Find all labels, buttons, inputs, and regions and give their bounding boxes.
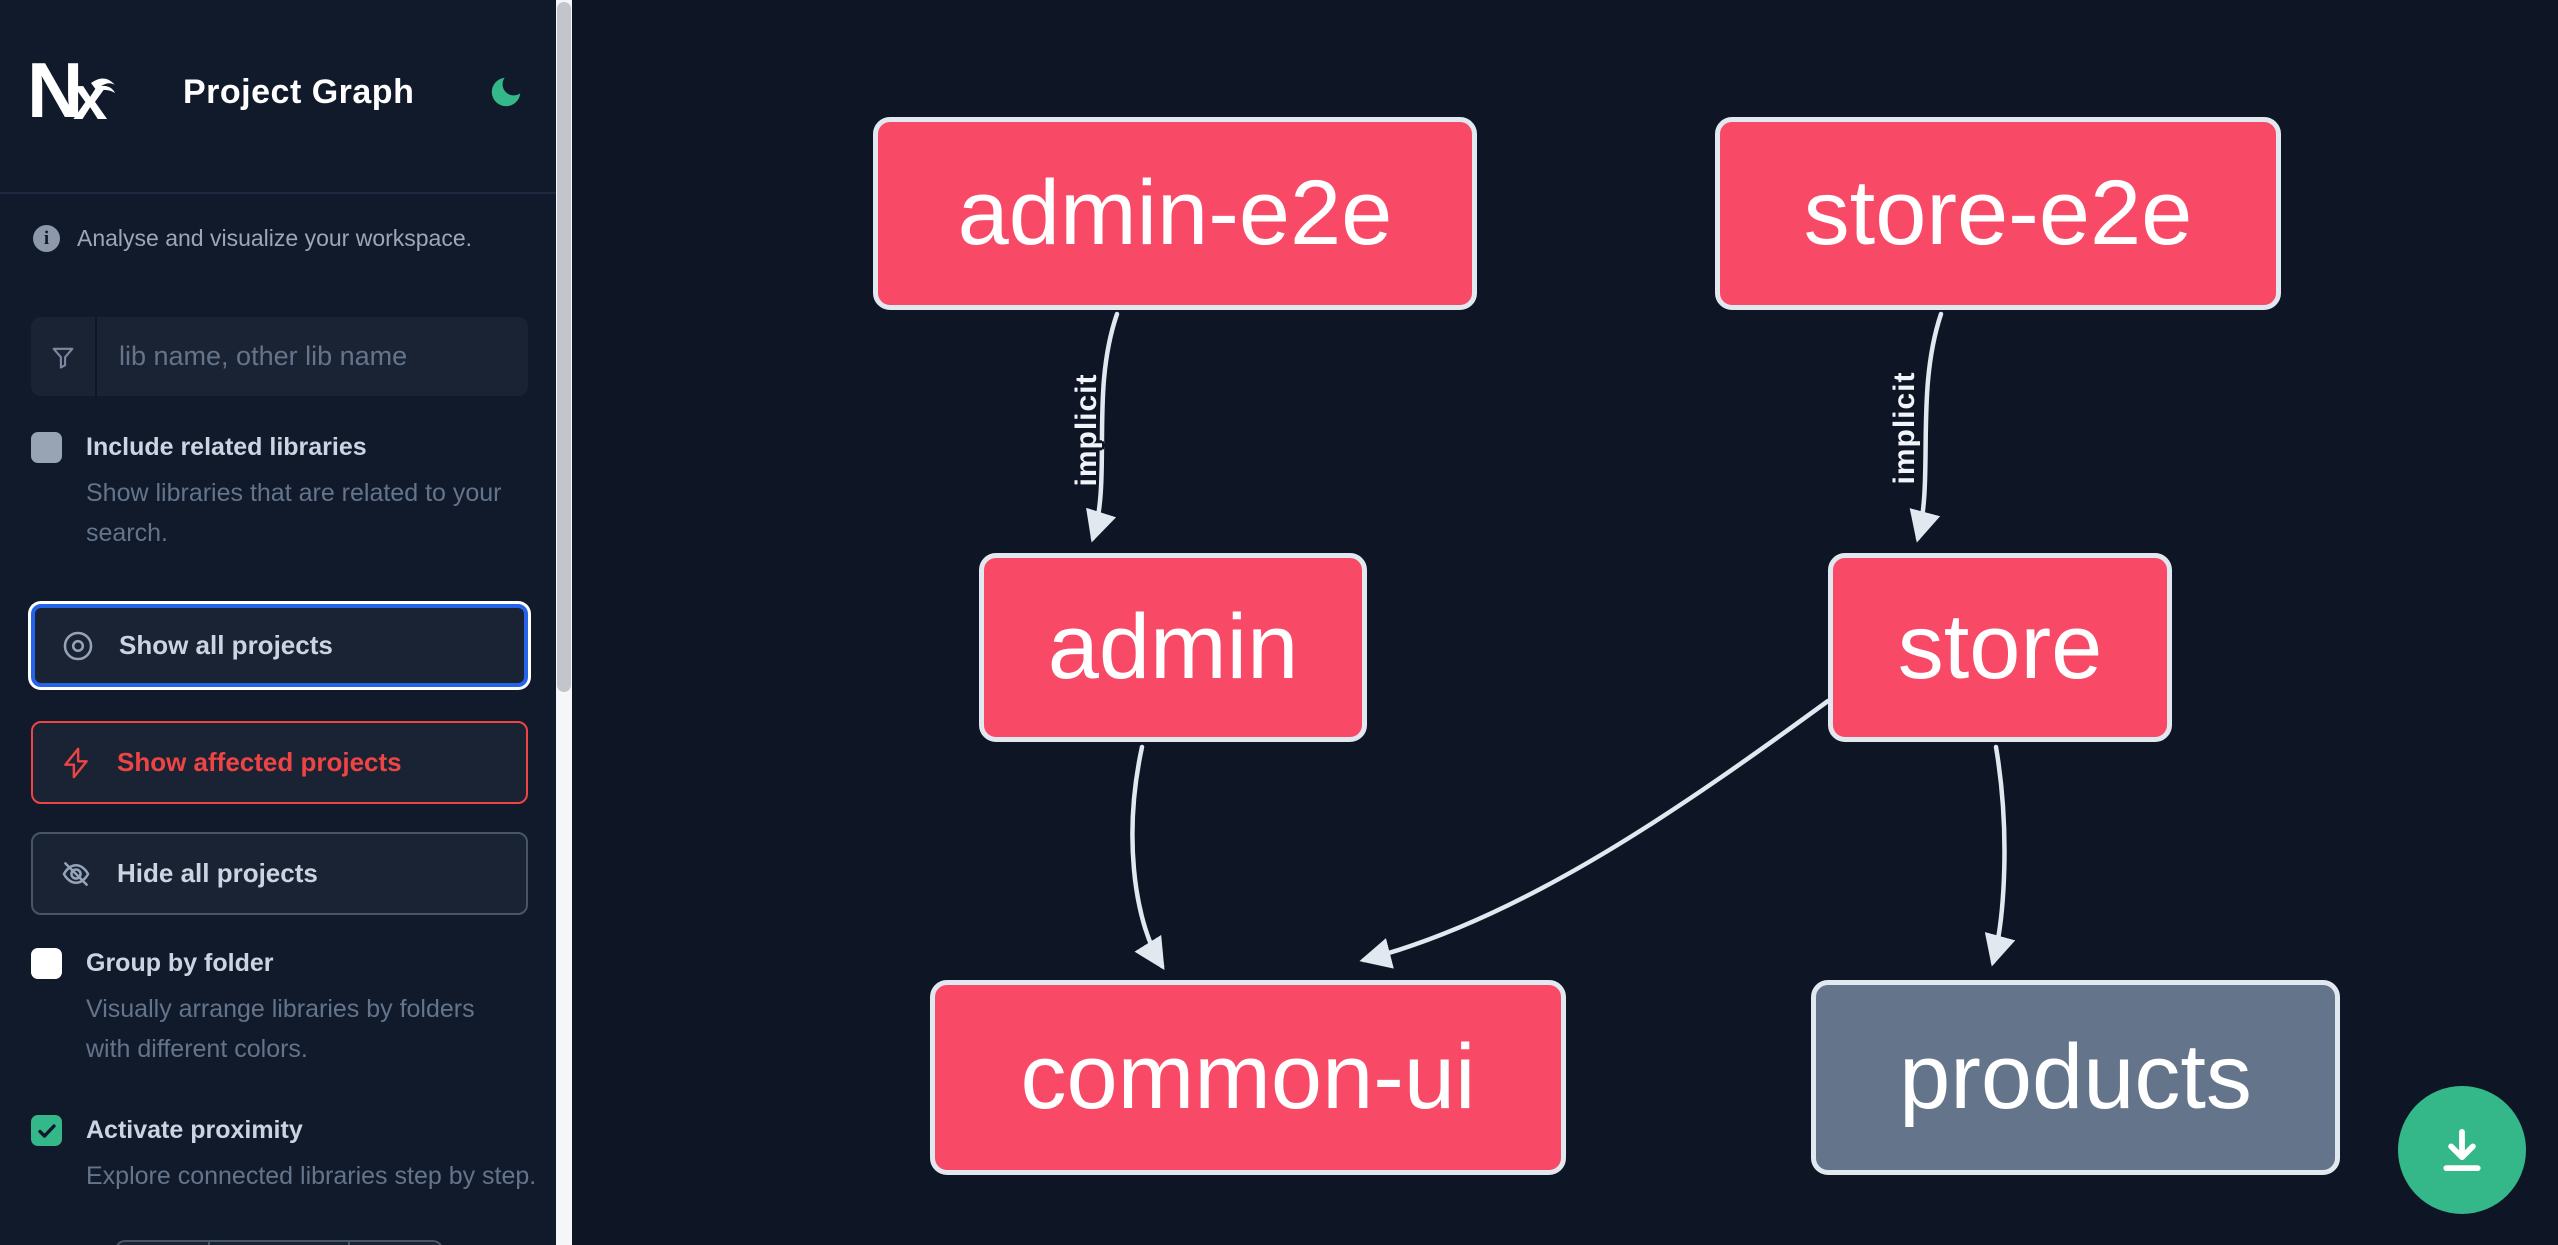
graph-node-store[interactable]: store	[1828, 553, 2172, 742]
proximity-stepper[interactable]	[115, 1240, 443, 1245]
graph-canvas[interactable]: implicit implicit admin-e2e store-e2e ad…	[572, 0, 2558, 1245]
graph-node-admin-e2e[interactable]: admin-e2e	[873, 117, 1477, 310]
stepper-decrement[interactable]	[117, 1242, 211, 1245]
edge-admin-to-common-ui	[1130, 744, 1165, 971]
workspace-tagline: i Analyse and visualize your workspace.	[33, 225, 533, 252]
include-related-checkbox[interactable]	[31, 432, 62, 463]
brand-header: N x Project Graph	[31, 52, 528, 132]
group-by-folder-label[interactable]: Group by folder	[86, 949, 274, 977]
graph-node-common-ui[interactable]: common-ui	[930, 980, 1566, 1175]
graph-node-products[interactable]: products	[1811, 980, 2340, 1175]
edge-store-to-products	[1984, 744, 2016, 967]
download-icon	[2443, 1128, 2481, 1172]
svg-text:x: x	[73, 64, 108, 129]
activate-proximity-description: Explore connected libraries step by step…	[86, 1162, 537, 1190]
edge-store-e2e-to-store	[1909, 311, 1944, 543]
eye-icon	[63, 631, 93, 660]
group-by-folder-description: Visually arrange libraries by folders wi…	[86, 995, 475, 1063]
eye-off-icon	[62, 861, 90, 886]
page-title: Project Graph	[183, 72, 415, 111]
stepper-value	[210, 1242, 350, 1245]
edge-label-implicit-store: implicit	[1888, 371, 1921, 485]
theme-toggle-button[interactable]	[484, 70, 528, 114]
filter-funnel-icon	[31, 317, 97, 396]
include-related-label[interactable]: Include related libraries	[86, 433, 367, 461]
sidebar-scrollbar[interactable]	[556, 0, 572, 1245]
activate-proximity-checkbox[interactable]	[31, 1115, 62, 1146]
group-by-folder-checkbox[interactable]	[31, 948, 62, 979]
group-by-folder-row: Group by folder Visually arrange librari…	[31, 946, 531, 1069]
include-related-row: Include related libraries Show libraries…	[31, 430, 531, 553]
download-graph-button[interactable]	[2398, 1086, 2526, 1214]
library-search	[31, 317, 528, 396]
show-affected-projects-button[interactable]: Show affected projects	[31, 721, 528, 804]
edge-label-implicit-admin: implicit	[1070, 373, 1103, 487]
hide-all-projects-button[interactable]: Hide all projects	[31, 832, 528, 915]
moon-icon	[491, 77, 521, 107]
info-icon: i	[33, 225, 60, 252]
show-all-projects-button[interactable]: Show all projects	[31, 604, 528, 687]
edge-admin-e2e-to-admin	[1086, 311, 1120, 543]
edge-store-to-common-ui	[1359, 698, 1831, 969]
include-related-description: Show libraries that are related to your …	[86, 479, 502, 547]
activate-proximity-label[interactable]: Activate proximity	[86, 1116, 303, 1144]
graph-node-admin[interactable]: admin	[979, 553, 1367, 742]
nx-logo: N x	[31, 55, 115, 129]
search-input[interactable]	[97, 317, 528, 396]
checkmark-icon	[37, 1123, 56, 1138]
sidebar: N x Project Graph i Analyse and visualiz…	[0, 0, 556, 1245]
activate-proximity-row: Activate proximity Explore connected lib…	[31, 1113, 536, 1196]
lightning-bolt-icon	[64, 747, 88, 778]
graph-node-store-e2e[interactable]: store-e2e	[1715, 117, 2281, 310]
header-divider	[0, 192, 556, 194]
svg-text:N: N	[31, 55, 83, 129]
dependency-edges	[1086, 311, 2016, 971]
scrollbar-thumb[interactable]	[557, 2, 571, 692]
